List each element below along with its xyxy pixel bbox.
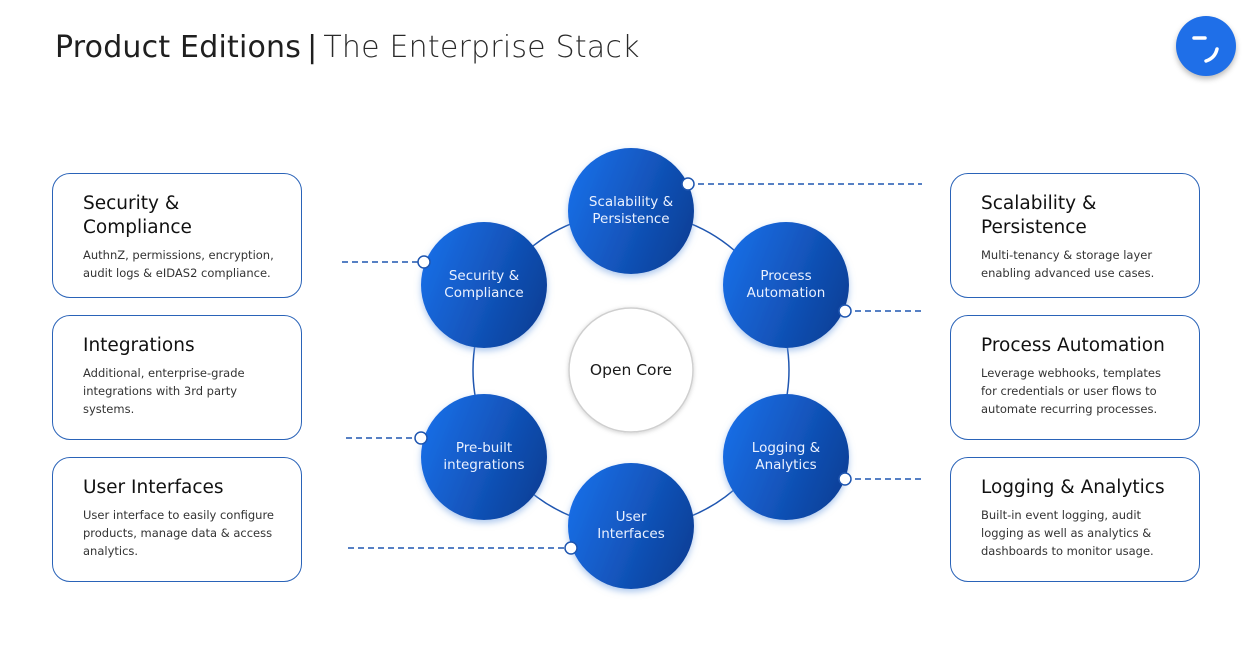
anchor-dot-process [838, 304, 852, 318]
page-title-main: Product Editions [55, 30, 302, 65]
page-title-sub: The Enterprise Stack [323, 30, 640, 65]
card-process-automation: Process Automation Leverage webhooks, te… [950, 315, 1200, 440]
node-logging[interactable] [723, 394, 849, 520]
node-label-scalability: Scalability & Persistence [568, 194, 694, 228]
node-scalability[interactable] [568, 148, 694, 274]
anchor-dot-security [417, 255, 431, 269]
card-title: Process Automation [981, 335, 1165, 356]
anchor-dot-scalability [681, 177, 695, 191]
brand-logo-icon [1176, 16, 1236, 76]
card-title: Integrations [83, 335, 195, 356]
node-label-logging: Logging & Analytics [723, 440, 849, 474]
node-security[interactable] [421, 222, 547, 348]
card-title: Security & Compliance [83, 193, 192, 238]
node-label-line: Interfaces [597, 526, 665, 542]
node-label-prebuilt: Pre-built integrations [421, 440, 547, 474]
card-logging-analytics: Logging & Analytics Built-in event loggi… [950, 457, 1200, 582]
title-separator: | [307, 30, 318, 65]
card-integrations: Integrations Additional, enterprise-grad… [52, 315, 302, 440]
card-description: AuthnZ, permissions, encryption, audit l… [83, 248, 274, 280]
anchor-dot-prebuilt [414, 431, 428, 445]
card-description: Leverage webhooks, templates for credent… [981, 366, 1161, 416]
card-title: Scalability & Persistence [981, 193, 1097, 238]
card-description: Multi-tenancy & storage layer enabling a… [981, 248, 1155, 280]
node-label-line: Analytics [755, 457, 817, 473]
open-core-label: Open Core [589, 361, 673, 379]
node-label-line: Persistence [592, 211, 670, 227]
card-security-compliance: Security & Compliance AuthnZ, permission… [52, 173, 302, 298]
node-label-user-interfaces: User Interfaces [568, 509, 694, 543]
anchor-dot-logging [838, 472, 852, 486]
card-title: Logging & Analytics [981, 477, 1165, 498]
card-description: Additional, enterprise-grade integration… [83, 366, 245, 416]
node-label-process: Process Automation [723, 268, 849, 302]
card-title: User Interfaces [83, 477, 224, 498]
node-prebuilt[interactable] [421, 394, 547, 520]
node-label-line: Scalability & [588, 194, 674, 210]
node-label-security: Security & Compliance [421, 268, 547, 302]
node-user-interfaces[interactable] [568, 463, 694, 589]
card-scalability-persistence: Scalability & Persistence Multi-tenancy … [950, 173, 1200, 298]
card-user-interfaces: User Interfaces User interface to easily… [52, 457, 302, 582]
node-label-line: User [615, 509, 647, 525]
node-label-line: Security & [448, 268, 520, 284]
open-core-circle [568, 307, 694, 433]
node-label-line: integrations [443, 457, 525, 473]
card-description: Built-in event logging, audit logging as… [981, 508, 1154, 558]
node-label-line: Automation [746, 285, 826, 301]
node-label-line: Logging & [751, 440, 821, 456]
page-title: Product Editions|The Enterprise Stack [55, 30, 640, 65]
node-label-line: Pre-built [455, 440, 513, 456]
node-process[interactable] [723, 222, 849, 348]
card-description: User interface to easily configure produ… [83, 508, 275, 558]
node-label-line: Compliance [444, 285, 524, 301]
anchor-dot-user-interfaces [564, 541, 578, 555]
node-label-line: Process [760, 268, 812, 284]
